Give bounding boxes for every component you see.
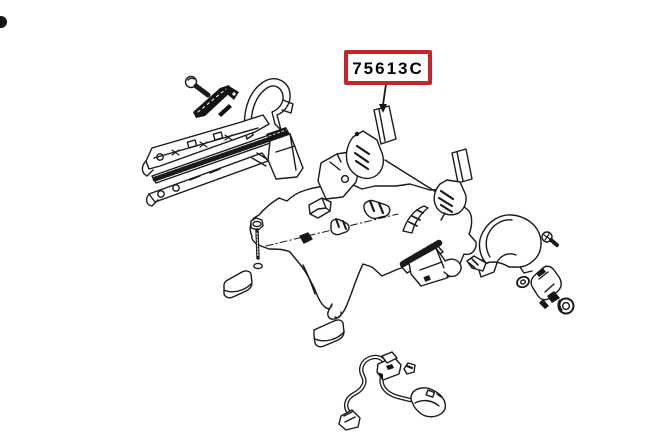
- bolt-icon: [250, 217, 264, 260]
- side-cover-shield: [466, 214, 542, 274]
- diagram-artwork: 75613C: [0, 16, 575, 431]
- power-switch: [376, 351, 402, 381]
- foot-pad-left: [223, 270, 253, 299]
- part-link-line: [384, 159, 437, 193]
- clip-pair-small: [330, 218, 350, 236]
- adjuster-body: [141, 114, 270, 177]
- belt-guide-left: [345, 105, 397, 180]
- frame-clips: [299, 197, 429, 244]
- slide-rail-lower: [145, 152, 271, 207]
- washer-icon: [516, 275, 530, 289]
- recliner-arm: [243, 78, 294, 140]
- callout-box[interactable]: [344, 50, 432, 85]
- belt-guide-right: [433, 148, 473, 221]
- seat-adjuster-assembly: [141, 75, 304, 207]
- nut-icon: [557, 297, 575, 315]
- callout-label: 75613C: [352, 59, 424, 78]
- wiring-harness: [338, 351, 447, 431]
- page-edge-dot: [0, 16, 7, 28]
- arrow-down-icon: [379, 104, 387, 113]
- screw-icon: [184, 75, 211, 98]
- callout-75613C[interactable]: 75613C: [344, 50, 432, 85]
- harness-clip: [403, 362, 416, 375]
- rail-bracket: [266, 127, 304, 180]
- toothed-rail: [399, 239, 462, 287]
- trim-clip-horn: [402, 205, 429, 234]
- frame-bolt-hole: [253, 262, 263, 270]
- harness-connector: [338, 409, 361, 431]
- foot-pad-center: [313, 319, 345, 348]
- clip-pair-large: [363, 199, 391, 220]
- seatbelt-buckle: [530, 265, 562, 309]
- clip-small-dark: [299, 232, 313, 244]
- callout-leader: [379, 83, 387, 113]
- clip-flag: [308, 197, 332, 219]
- switch-cover: [410, 387, 447, 418]
- pivot-pin: [218, 104, 232, 117]
- screw-small-icon: [541, 231, 560, 248]
- recliner-handle: [193, 85, 239, 118]
